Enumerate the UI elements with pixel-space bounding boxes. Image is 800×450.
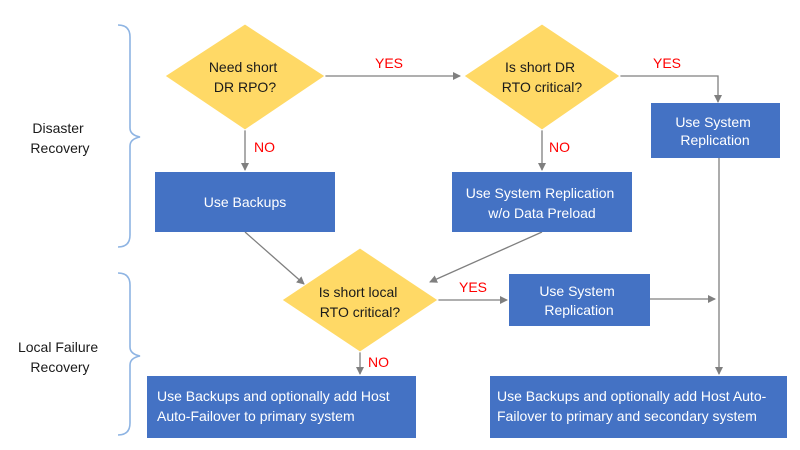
svg-text:Use Backups: Use Backups [204,194,286,210]
svg-text:Use Backups and optionally add: Use Backups and optionally add Host Auto… [157,388,394,424]
local-failure-recovery-bracket [117,272,141,436]
action-use-backups: Use Backups [155,172,335,232]
svg-text:Use Backups and optionally add: Use Backups and optionally add Host Auto… [497,388,770,424]
svg-text:Use System Replication: Use System Replication [675,114,754,148]
action-use-system-replication-local: Use System Replication [509,274,650,326]
action-backups-host-autofailover-primary: Use Backups and optionally add Host Auto… [147,376,416,438]
connector-no-preload-to-local [429,231,543,283]
answer-local-rto-no: NO [368,354,389,370]
decision-short-local-rto-critical: Is short local RTO critical? [281,247,439,353]
local-failure-recovery-label: Local Failure Recovery [18,339,102,375]
decision-short-dr-rto-critical: Is short DR RTO critical? [463,23,621,131]
svg-text:Is short DR RTO critical: Is short DR RTO critical? [502,59,583,95]
decision-need-short-dr-rpo: Need short DR RPO? [164,23,326,131]
svg-text:Use System Replication w: Use System Replication w/o Data Preload [466,185,619,221]
svg-text:Is short local RTO criti: Is short local RTO critical? [319,284,401,320]
answer-rpo-no: NO [254,139,275,155]
action-use-system-replication-dr: Use System Replication [651,103,780,158]
svg-text:Need short DR RPO?: Need short DR RPO? [209,59,281,95]
action-backups-host-autofailover-primary-secondary: Use Backups and optionally add Host Auto… [490,376,787,438]
answer-rpo-yes: YES [375,55,403,71]
svg-text:Use System Replication: Use System Replication [539,283,618,318]
connector-dr-rto-yes [620,75,722,103]
answer-dr-rto-yes: YES [653,55,681,71]
action-use-system-replication-no-preload: Use System Replication w/o Data Preload [452,172,632,232]
disaster-recovery-label: Disaster Recovery [30,120,89,156]
answer-dr-rto-no: NO [549,139,570,155]
disaster-recovery-bracket [117,24,141,248]
connectors [241,72,723,375]
connector-backups-to-local [244,231,305,285]
answer-local-rto-yes: YES [459,279,487,295]
